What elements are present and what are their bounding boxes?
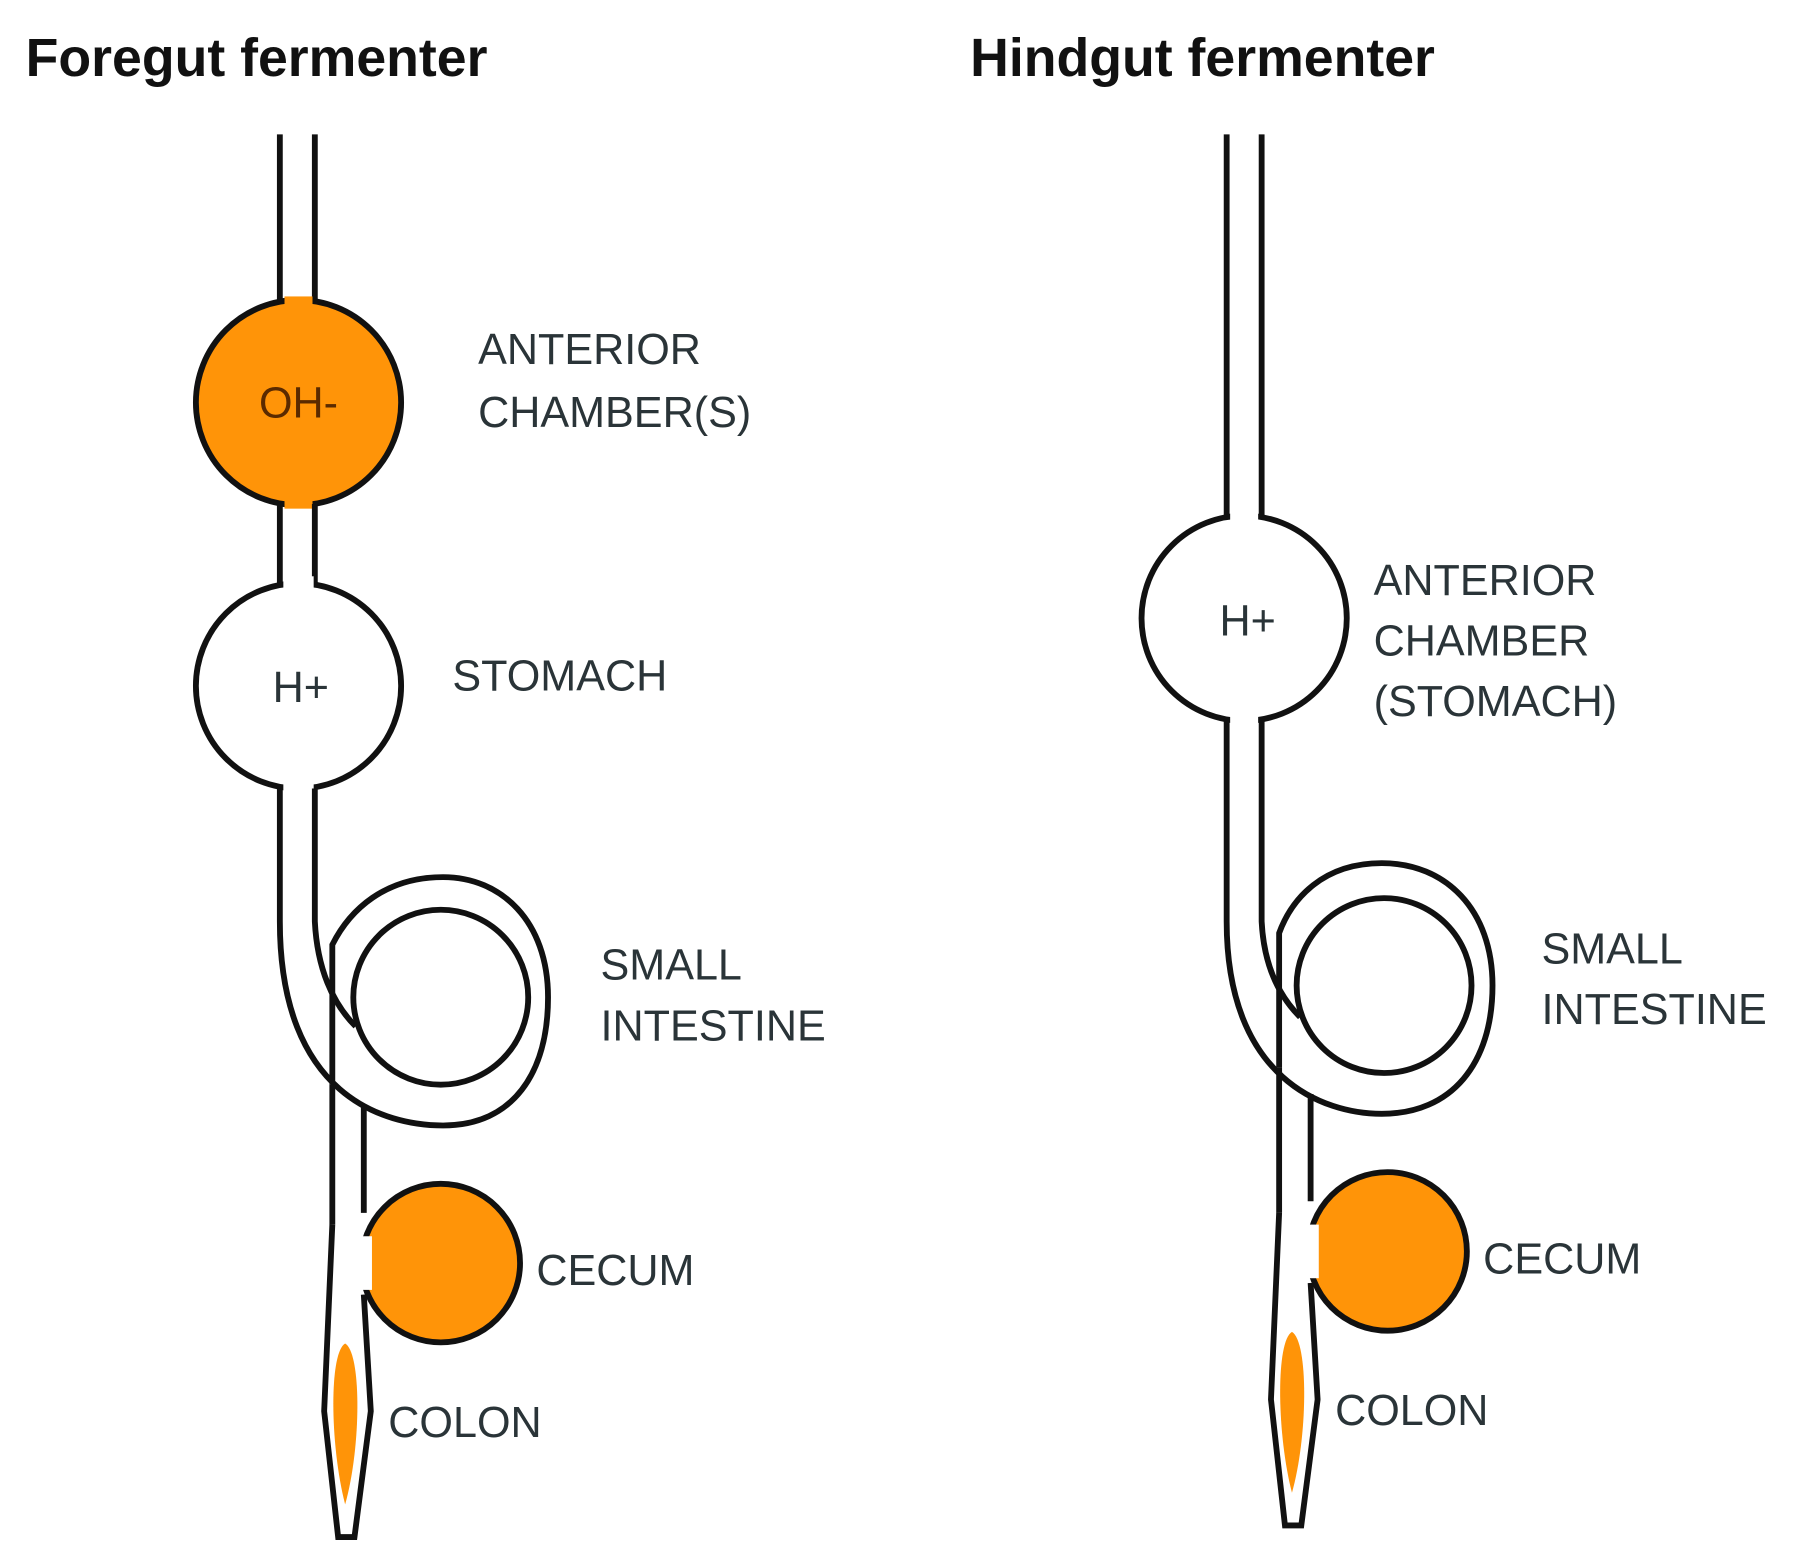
anterior-chamber: OH- bbox=[192, 296, 405, 509]
organ-label: COLON bbox=[1335, 1387, 1488, 1435]
panel-title: Hindgut fermenter bbox=[970, 28, 1435, 88]
foregut-panel: Foregut fermenter OH- ANTERIOR CHAMBER(S… bbox=[26, 28, 826, 1540]
colon bbox=[321, 1224, 374, 1540]
ion-label: H+ bbox=[1219, 598, 1275, 646]
organ-label: INTESTINE bbox=[1541, 986, 1766, 1034]
organ-label: ANTERIOR bbox=[478, 326, 701, 374]
organ-label: SMALL bbox=[1541, 925, 1682, 973]
organ-label: CECUM bbox=[536, 1247, 694, 1295]
organ-label: ANTERIOR bbox=[1374, 557, 1597, 605]
esophagus bbox=[276, 134, 318, 313]
organ-label: CECUM bbox=[1483, 1236, 1641, 1284]
hindgut-panel: Hindgut fermenter H+ ANTERIOR CHAMBER (S… bbox=[970, 28, 1767, 1529]
stomach: H+ bbox=[192, 576, 405, 798]
ion-label: OH- bbox=[259, 380, 338, 428]
anterior-chamber: H+ bbox=[1138, 510, 1350, 728]
organ-label: (STOMACH) bbox=[1374, 678, 1618, 726]
small-intestine bbox=[1223, 718, 1496, 1213]
organ-label: SMALL bbox=[601, 942, 742, 990]
panel-title: Foregut fermenter bbox=[26, 28, 488, 88]
ion-label: H+ bbox=[273, 664, 329, 712]
organ-label: CHAMBER bbox=[1374, 618, 1590, 666]
esophagus bbox=[1223, 134, 1265, 523]
organ-label: STOMACH bbox=[452, 653, 667, 701]
organ-label: COLON bbox=[388, 1399, 541, 1447]
small-intestine bbox=[276, 788, 551, 1225]
colon bbox=[1268, 1212, 1321, 1529]
organ-label: INTESTINE bbox=[601, 1002, 826, 1050]
cecum bbox=[1302, 1169, 1470, 1334]
organ-label: CHAMBER(S) bbox=[478, 389, 751, 437]
cecum bbox=[355, 1180, 523, 1346]
